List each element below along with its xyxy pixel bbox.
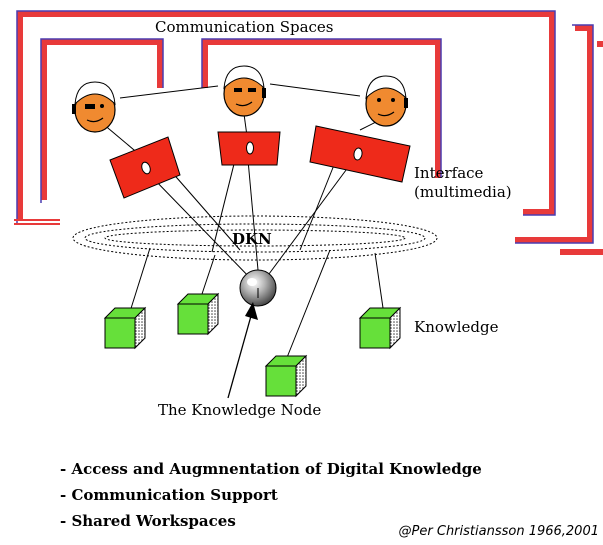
knowledge-node-label: The Knowledge Node	[158, 401, 321, 419]
person-head-icon	[72, 65, 408, 133]
interface-sublabel: (multimedia)	[414, 183, 512, 201]
knowledge-label: Knowledge	[414, 318, 499, 336]
dkn-label: DKN	[232, 230, 272, 248]
credit-text: @Per Christiansson 1966,2001	[398, 524, 599, 539]
feature-item: - Access and Augmnentation of Digital Kn…	[60, 460, 482, 478]
feature-item: - Communication Support	[60, 486, 278, 504]
interface-label: Interface	[414, 164, 484, 182]
communication-spaces-label: Communication Spaces	[155, 18, 334, 36]
screen-icon	[109, 125, 411, 199]
sphere-icon	[239, 269, 277, 307]
dkn-network-ellipse	[72, 215, 438, 261]
knowledge-node-arrow	[227, 302, 258, 399]
feature-list: - Access and Augmnentation of Digital Kn…	[60, 456, 482, 534]
communication-space-frames	[14, 10, 603, 255]
cube-icon	[103, 292, 402, 398]
feature-item: - Shared Workspaces	[60, 512, 236, 530]
